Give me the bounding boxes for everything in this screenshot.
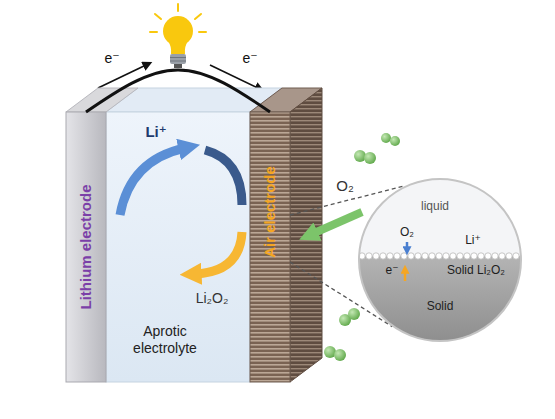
zoom-inset-circle: liquidO₂ Li⁺ Solid Li₂O₂ e⁻ Solid xyxy=(358,178,522,342)
ion-path-arc xyxy=(205,150,242,205)
lithium-ion-arrow xyxy=(120,148,185,215)
species-label: O₂ xyxy=(400,225,414,239)
electron-label: e⁻ xyxy=(104,50,119,67)
phase-label: Solid Li₂O₂ xyxy=(447,263,505,277)
zoom-leader xyxy=(290,186,405,327)
electrolyte-label: Aprotic electrolyte xyxy=(115,323,215,357)
oxygen-inflow-arrow xyxy=(312,212,362,234)
interface-dots xyxy=(359,253,519,259)
electrode-label: Air electrode xyxy=(261,166,279,258)
oxygen-molecule xyxy=(324,346,346,361)
oxygen-molecule xyxy=(354,150,376,164)
light-bulb xyxy=(150,4,206,68)
cell-body xyxy=(66,88,322,382)
external-wire xyxy=(86,70,270,112)
liquid-phase xyxy=(358,178,522,256)
electrolyte-front-face xyxy=(106,112,250,382)
electrolyte-region: Li⁺ Li₂O₂ Aprotic electrolyte xyxy=(106,112,250,382)
bulb-base xyxy=(170,54,186,64)
oxygen-molecule xyxy=(381,133,400,146)
electrode-slab: Lithium electrode xyxy=(66,112,106,382)
inset-outline-circle xyxy=(359,179,521,341)
interface-inset xyxy=(358,178,522,342)
bulb-contact xyxy=(174,64,182,68)
electron-label: e⁻ xyxy=(242,50,257,67)
glow-ray xyxy=(177,4,179,11)
electron-up-arrow xyxy=(404,271,407,281)
species-label: e⁻ xyxy=(385,263,398,277)
glow-ray xyxy=(150,31,157,33)
species-label: Li⁺ xyxy=(465,233,481,247)
bulb-thread xyxy=(170,57,186,58)
ion-label: Li⁺ xyxy=(145,123,166,141)
bulb-thread xyxy=(170,61,186,62)
electrode-label: Lithium electrode xyxy=(77,184,95,309)
electrode-slab: Air electrode xyxy=(250,112,290,382)
air-electrode-front-face xyxy=(250,112,290,382)
bulb-neck xyxy=(167,38,189,54)
product-arrow xyxy=(195,232,242,274)
product-label: Li₂O₂ xyxy=(196,290,229,307)
glow-ray xyxy=(199,31,206,33)
solid-phase xyxy=(358,256,522,342)
gas-label: O₂ xyxy=(336,177,354,195)
oxygen-down-arrow xyxy=(406,242,409,249)
electron-arrow xyxy=(210,65,258,88)
electron-arrow xyxy=(98,65,146,88)
phase-label: liquid xyxy=(421,199,449,213)
glow-ray xyxy=(195,14,201,19)
glow-ray xyxy=(155,14,161,19)
lithium-front-face xyxy=(66,112,106,382)
phase-label: Solid xyxy=(427,299,454,313)
oxygen-molecule xyxy=(339,308,360,326)
